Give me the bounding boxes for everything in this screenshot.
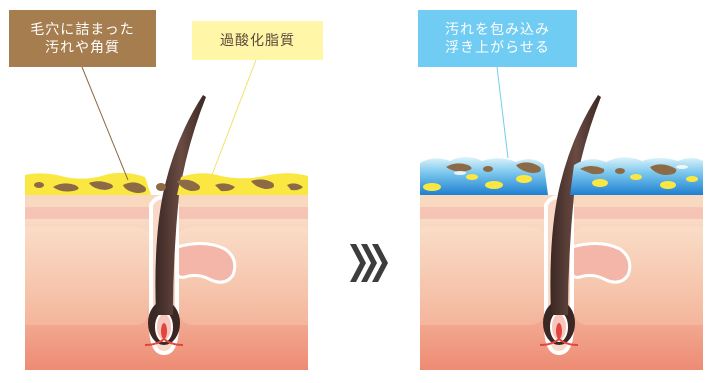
label-oxidized-sebum: 過酸化脂質 <box>192 21 323 60</box>
triple-chevron-right-icon <box>350 244 388 282</box>
leader-line-oxidized-sebum <box>209 59 257 181</box>
right-skin-diagram <box>418 93 705 372</box>
sebum-layer <box>25 172 308 195</box>
label-wrap-lift: 汚れを包み込み 浮き上がらせる <box>418 10 577 67</box>
label-clogged-dirt-line1: 毛穴に詰まった <box>30 21 135 38</box>
dirt-particles-lifted <box>446 162 677 175</box>
label-oxidized-sebum-line1: 過酸化脂質 <box>220 32 295 49</box>
foam-bubbles <box>454 159 688 175</box>
label-clogged-dirt-line2: 汚れや角質 <box>45 39 120 56</box>
sebum-droplets <box>423 174 698 191</box>
leader-line-wrap-lift <box>496 66 509 159</box>
dirt-particles <box>34 179 303 193</box>
leader-line-clogged-dirt <box>81 66 129 181</box>
left-skin-diagram <box>23 93 310 372</box>
label-wrap-lift-line1: 汚れを包み込み <box>445 21 550 38</box>
label-clogged-dirt: 毛穴に詰まった 汚れや角質 <box>9 10 156 67</box>
label-wrap-lift-line2: 浮き上がらせる <box>445 39 550 56</box>
